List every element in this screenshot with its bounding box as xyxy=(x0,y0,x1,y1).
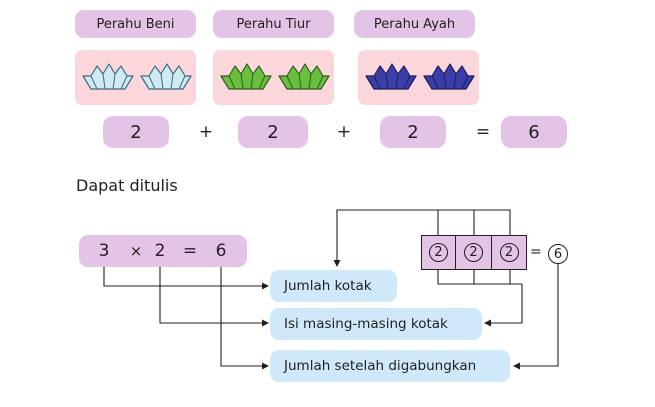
box-result-circled: 6 xyxy=(548,244,568,264)
paper-boats-beni xyxy=(82,63,192,90)
addend-3: 2 xyxy=(380,116,446,148)
equals-sign: = xyxy=(475,122,491,142)
paper-boat-icon xyxy=(423,63,475,90)
paper-boat-icon xyxy=(140,63,192,90)
box-equals: = xyxy=(530,244,542,260)
paper-boat-icon xyxy=(220,63,272,90)
box-cell: 2 xyxy=(456,235,492,270)
circled-number: 2 xyxy=(464,243,483,262)
plus-sign-2: + xyxy=(336,122,352,142)
box-diagram: 2 2 2 xyxy=(421,235,527,270)
arrow-each-box xyxy=(159,266,269,327)
mult-factor-a: 3 xyxy=(98,241,110,261)
multiplication-sentence: 3 × 2 = 6 xyxy=(79,235,247,267)
explanation-count-boxes: Jumlah kotak xyxy=(270,270,397,302)
paper-boat-icon xyxy=(365,63,417,90)
explanation-each-box: Isi masing-masing kotak xyxy=(270,308,482,340)
addition-result: 6 xyxy=(501,116,567,148)
circled-number: 2 xyxy=(429,243,448,262)
arrow-total xyxy=(220,266,269,370)
circled-number: 2 xyxy=(499,243,519,262)
label-perahu-ayah: Perahu Ayah xyxy=(354,10,475,38)
addend-1: 2 xyxy=(103,116,169,148)
plus-sign-1: + xyxy=(198,122,214,142)
box-cell: 2 xyxy=(421,235,456,270)
boat-card-beni xyxy=(75,50,196,105)
paper-boats-ayah xyxy=(365,63,475,90)
label-perahu-tiur: Perahu Tiur xyxy=(213,10,334,38)
paper-boat-icon xyxy=(82,63,134,90)
boat-card-ayah xyxy=(358,50,479,105)
explanation-total: Jumlah setelah digabungkan xyxy=(270,350,510,382)
addend-2: 2 xyxy=(238,116,308,148)
paper-boat-icon xyxy=(278,63,330,90)
bracket-boxes-to-count xyxy=(333,209,439,267)
paper-boats-tiur xyxy=(220,63,330,90)
times-sign: × xyxy=(129,242,143,260)
mult-equals: = xyxy=(182,241,198,261)
arrow-count-boxes xyxy=(103,266,269,290)
mult-factor-b: 2 xyxy=(154,241,166,261)
boat-card-tiur xyxy=(213,50,334,105)
box-cell: 2 xyxy=(492,235,527,270)
section-heading: Dapat ditulis xyxy=(76,176,178,195)
mult-result: 6 xyxy=(215,241,227,261)
arrow-boxes-to-each xyxy=(484,284,523,327)
label-perahu-beni: Perahu Beni xyxy=(75,10,196,38)
arrow-result-to-total xyxy=(513,263,559,370)
